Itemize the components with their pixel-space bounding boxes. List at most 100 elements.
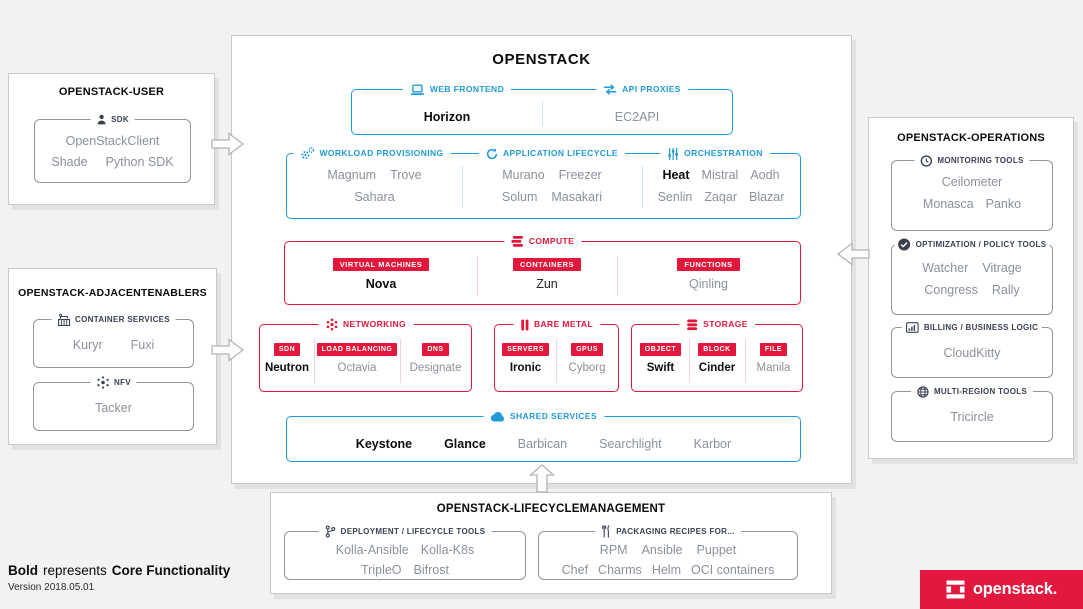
storage-group: STORAGE OBJECT Swift BLOCK Cinder FILE M… (631, 317, 803, 392)
project-murano: Murano (502, 168, 545, 182)
project-tripleo: TripleO (361, 563, 402, 577)
project-monasca: Monasca (922, 197, 974, 211)
sdk-label: SDK (111, 115, 129, 124)
multi-region-tools-label: MULTI-REGION TOOLS (933, 387, 1028, 396)
project-heat: Heat (662, 168, 690, 182)
networking-label: NETWORKING (342, 319, 407, 329)
project-fuxi: Fuxi (130, 338, 155, 352)
legend: Bold represents Core Functionality Versi… (8, 563, 230, 593)
project-karbor: Karbor (693, 437, 732, 451)
divider (400, 339, 401, 383)
divider (542, 101, 543, 126)
file-badge: FILE (759, 343, 788, 356)
compute-bars-icon (510, 236, 524, 247)
nfv-mesh-icon (96, 376, 109, 389)
git-branch-icon (325, 525, 336, 538)
project-senlin: Senlin (657, 190, 693, 204)
functions-badge: FUNCTIONS (677, 258, 740, 271)
project-oci-containers: OCI containers (690, 563, 775, 577)
legend-mid-word: represents (43, 563, 107, 578)
project-keystone: Keystone (355, 437, 413, 451)
storage-label: STORAGE (703, 319, 748, 329)
project-manila: Manila (756, 362, 791, 374)
servers-badge: SERVERS (502, 343, 549, 356)
crane-container-icon (57, 313, 70, 326)
refresh-icon (486, 147, 498, 160)
sliders-icon (667, 147, 679, 160)
project-blazar: Blazar (748, 190, 785, 204)
shared-services-group: SHARED SERVICES Keystone Glance Barbican… (286, 409, 801, 462)
project-bifrost: Bifrost (413, 563, 449, 577)
project-congress: Congress (924, 283, 978, 297)
divider (462, 166, 463, 208)
project-magnum: Magnum (327, 168, 377, 182)
deployment-tools-box: DEPLOYMENT / LIFECYCLE TOOLS Kolla-Ansib… (284, 524, 526, 580)
project-aodh: Aodh (750, 168, 780, 182)
deployment-tools-label: DEPLOYMENT / LIFECYCLE TOOLS (340, 527, 486, 536)
arrow-lifecycle-to-main-icon (528, 464, 556, 493)
billing-business-logic-box: BILLING / BUSINESS LOGIC CloudKitty (891, 320, 1053, 378)
project-octavia: Octavia (337, 362, 377, 374)
divider (556, 339, 557, 383)
divider (314, 339, 315, 383)
legend-core-word: Core Functionality (111, 563, 231, 578)
divider (745, 339, 746, 383)
enablers-panel-title: OPENSTACK-ADJACENTENABLERS (18, 287, 207, 299)
frontend-group: WEB FRONTEND API PROXIES Horizon EC2API (351, 82, 733, 135)
bare-metal-group: BARE METAL SERVERS Ironic GPUS Cyborg (494, 317, 619, 392)
openstack-logo-text: openstack. (972, 580, 1058, 598)
project-nova: Nova (365, 277, 397, 291)
shared-services-label: SHARED SERVICES (509, 411, 598, 421)
project-helm: Helm (651, 563, 681, 577)
provisioning-group: WORKLOAD PROVISIONING APPLICATION LIFECY… (286, 146, 801, 219)
container-services-label: CONTAINER SERVICES (75, 315, 170, 324)
project-cyborg: Cyborg (568, 362, 606, 374)
project-ironic: Ironic (509, 362, 542, 374)
clock-icon (920, 154, 933, 167)
project-ansible: Ansible (641, 543, 683, 557)
orchestration-label: ORCHESTRATION (684, 148, 763, 158)
version-text: Version 2018.05.01 (8, 582, 95, 593)
project-designate: Designate (409, 362, 462, 374)
object-badge: OBJECT (639, 343, 682, 356)
project-chef: Chef (561, 563, 589, 577)
project-shade: Shade (51, 155, 88, 169)
project-openstackclient: OpenStackClient (65, 134, 160, 148)
database-icon (686, 319, 698, 331)
project-panko: Panko (985, 197, 1022, 211)
main-title: OPENSTACK (492, 51, 591, 68)
bar-chart-icon (906, 322, 919, 333)
project-ceilometer: Ceilometer (941, 175, 1003, 189)
project-freezer: Freezer (558, 168, 602, 182)
lifecycle-panel-title: OPENSTACK-LIFECYCLEMANAGEMENT (436, 503, 666, 515)
project-horizon: Horizon (423, 110, 471, 124)
person-icon (96, 114, 106, 125)
project-glance: Glance (444, 437, 486, 451)
sdn-badge: SDN (273, 343, 301, 356)
network-burst-icon (325, 318, 338, 331)
application-lifecycle-label: APPLICATION LIFECYCLE (503, 148, 618, 158)
exchange-arrows-icon (603, 84, 617, 95)
gears-icon (300, 147, 315, 160)
billing-business-logic-label: BILLING / BUSINESS LOGIC (923, 323, 1039, 332)
divider (642, 166, 643, 208)
nfv-label: NFV (114, 378, 131, 387)
project-zun: Zun (536, 277, 558, 291)
bare-metal-label: BARE METAL (533, 319, 594, 329)
divider (617, 256, 618, 296)
nfv-box: NFV Tacker (33, 375, 194, 431)
monitoring-tools-box: MONITORING TOOLS Ceilometer Monasca Panko (891, 153, 1053, 231)
legend-bold-word: Bold (8, 563, 38, 578)
project-masakari: Masakari (551, 190, 603, 204)
monitoring-tools-label: MONITORING TOOLS (937, 156, 1024, 165)
project-watcher: Watcher (922, 261, 969, 275)
packaging-recipes-label: PACKAGING RECIPES FOR... (616, 527, 735, 536)
check-circle-icon (898, 238, 911, 251)
adjacent-enablers-panel: OPENSTACK-ADJACENTENABLERS CONTAINER SER… (8, 268, 217, 445)
divider (689, 339, 690, 383)
block-badge: BLOCK (698, 343, 736, 356)
